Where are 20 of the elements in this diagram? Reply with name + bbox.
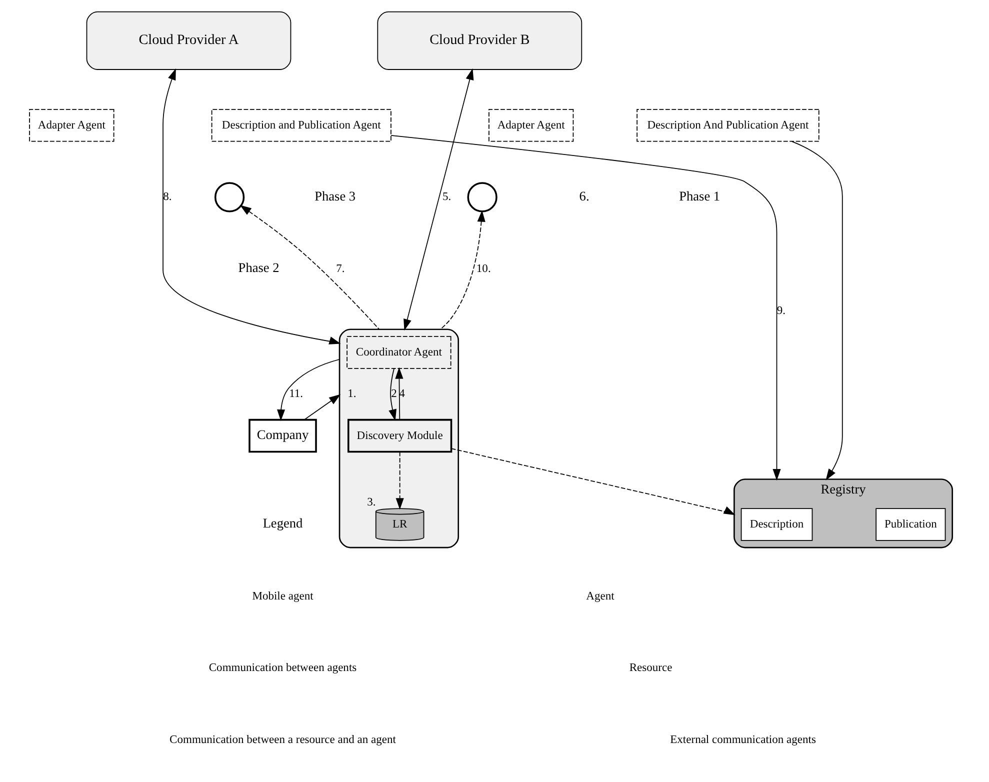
edge-label: 1.	[348, 388, 356, 400]
node-label: 3.	[367, 496, 376, 508]
edge-label: 8.	[163, 191, 172, 204]
legend-label: External communication agents	[670, 734, 816, 746]
label: Phase 1	[679, 188, 720, 204]
edge-label: 9.	[776, 304, 786, 317]
label: 6.	[579, 188, 590, 204]
legend-label: Resource	[629, 662, 672, 674]
legend-label: Communication between agents	[208, 662, 357, 674]
legend-label: Agent	[586, 590, 614, 602]
legend-label: Mobile agent	[252, 590, 314, 602]
edge-label: 2	[391, 388, 397, 400]
edge-label: 10.	[476, 263, 491, 276]
legend-label: Communication between a resource and an agent	[170, 734, 396, 746]
label: Phase 3	[314, 188, 356, 204]
edge-label: 7.	[336, 263, 345, 276]
label: Phase 2	[238, 260, 280, 276]
label: Legend	[262, 516, 303, 531]
edge-label: 11.	[289, 388, 304, 400]
edge-label: 5.	[442, 191, 452, 204]
